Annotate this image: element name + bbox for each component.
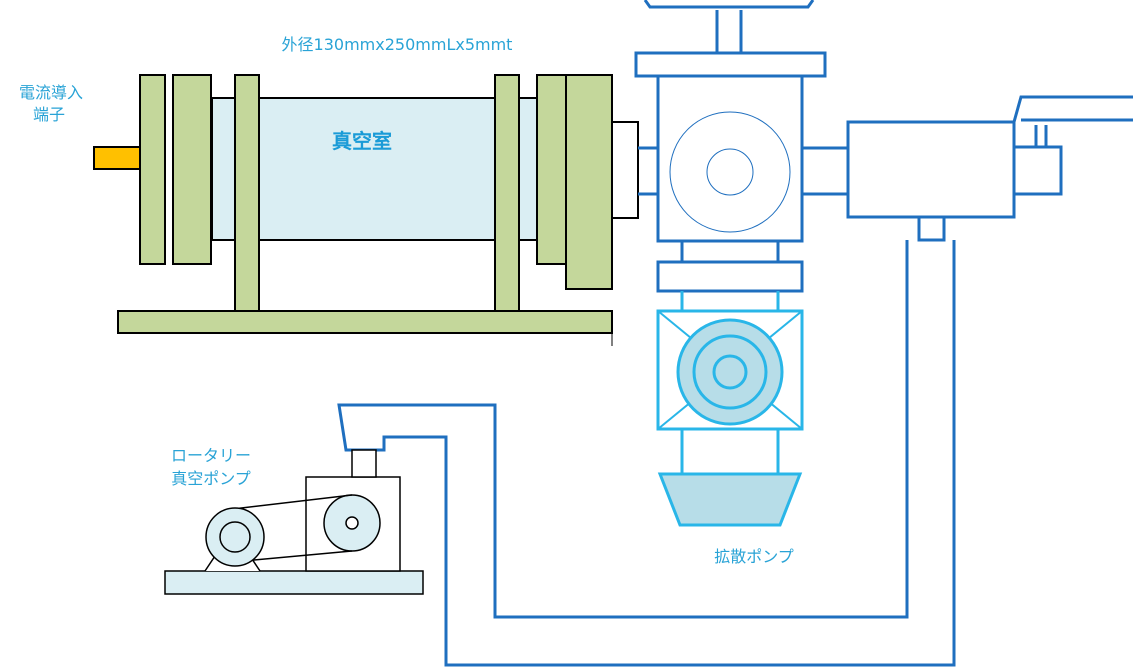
top-flange bbox=[634, 51, 827, 78]
right-inner-flange bbox=[536, 74, 569, 265]
rotary-pump-label-line1: ロータリー bbox=[171, 446, 251, 465]
left-support-leg bbox=[234, 74, 260, 312]
viewport-outer-circle bbox=[669, 111, 791, 233]
viewport-inner-circle bbox=[706, 148, 754, 196]
gauge-top bbox=[634, 0, 827, 78]
rotary-pump-label-line2: 真空ポンプ bbox=[171, 469, 251, 488]
right-outer-flange bbox=[565, 74, 613, 290]
left-outer-flange bbox=[139, 74, 166, 265]
diffusion-pump-label: 拡散ポンプ bbox=[714, 547, 794, 566]
dimension-label: 外径130mmx250mmLx5mmt bbox=[282, 35, 513, 54]
vacuum-chamber-assembly bbox=[93, 74, 639, 346]
rotary-vacuum-pump bbox=[164, 449, 424, 595]
feedthrough-label-line1: 電流導入 bbox=[19, 83, 83, 102]
valve-housing bbox=[846, 95, 1133, 242]
diffusion-pump bbox=[656, 260, 804, 527]
feedthrough-label-line2: 端子 bbox=[33, 105, 65, 124]
pump-flange bbox=[656, 260, 804, 293]
cross-chamber bbox=[638, 74, 848, 262]
right-support-leg bbox=[494, 74, 520, 312]
rotary-port bbox=[351, 449, 377, 478]
chamber-label: 真空室 bbox=[332, 129, 392, 153]
base-plate bbox=[117, 310, 613, 334]
rotary-base bbox=[164, 570, 424, 595]
pump-boiler bbox=[657, 472, 803, 527]
current-feedthrough-terminal bbox=[93, 146, 141, 170]
foreline-pipe bbox=[337, 240, 956, 667]
chamber-body bbox=[211, 97, 539, 241]
right-port-adapter bbox=[611, 121, 639, 219]
left-inner-flange bbox=[172, 74, 212, 265]
